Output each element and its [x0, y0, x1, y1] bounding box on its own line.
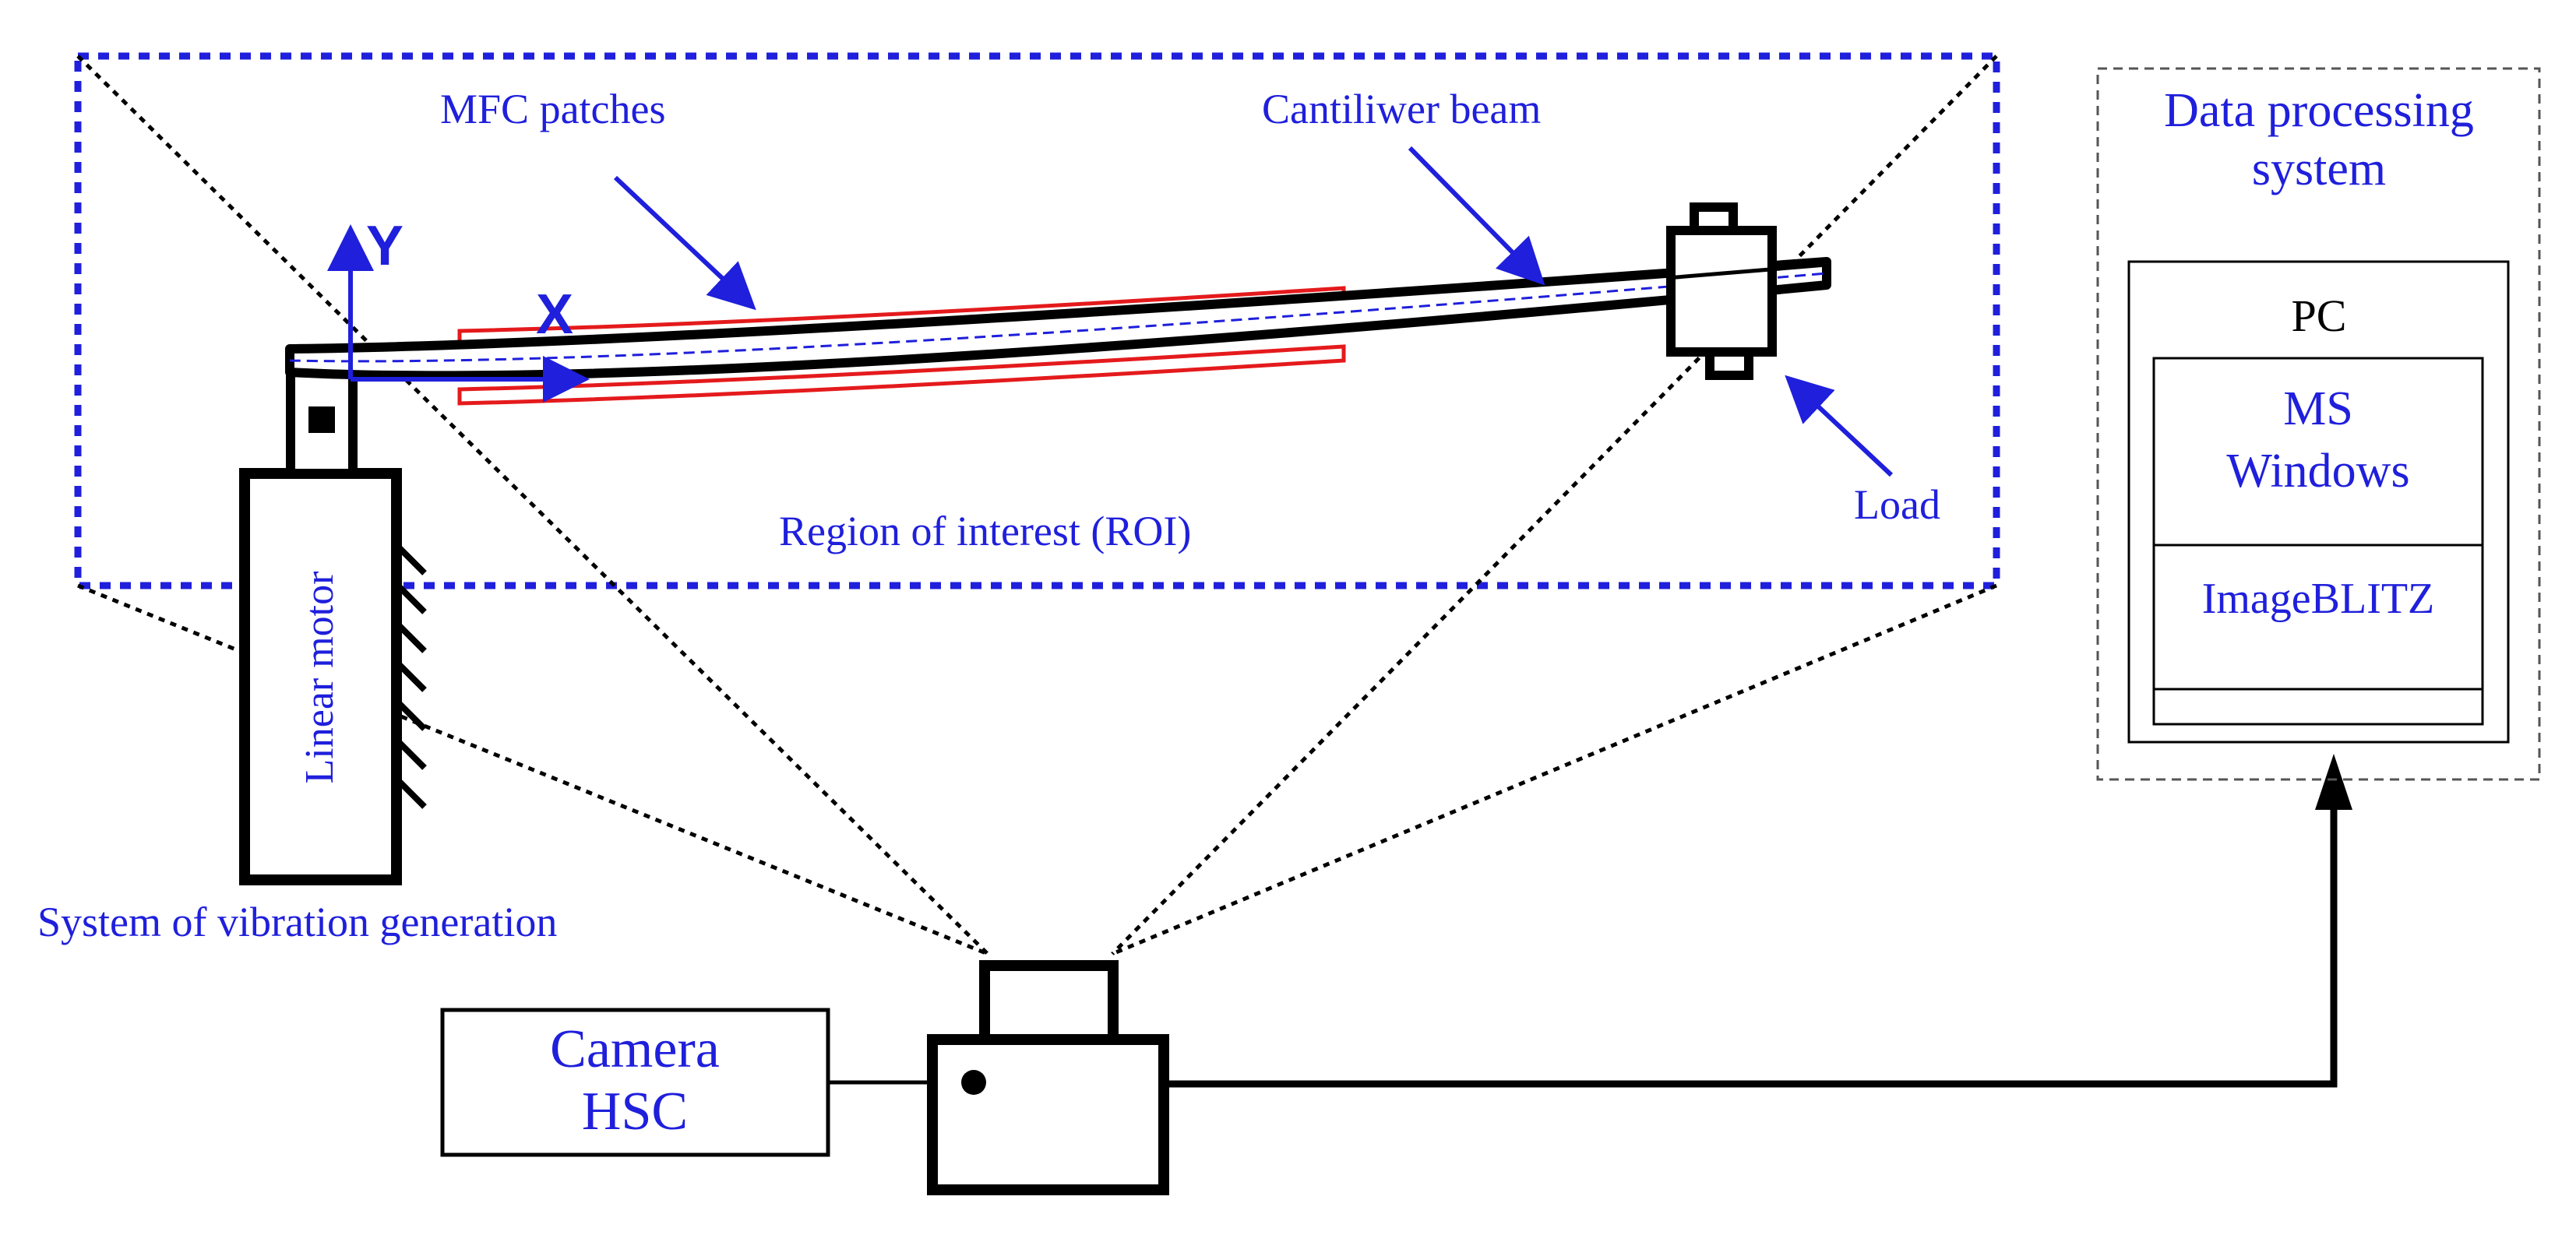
linear-motor: Linear motor: [239, 363, 427, 885]
annotation-arrows: [613, 146, 1894, 477]
mfc-patches-label: MFC patches: [440, 86, 666, 132]
cantilever-beam-pointer: [1408, 146, 1545, 286]
beam-neutral-axis: [289, 272, 1827, 363]
os-label-line1: MS: [2283, 382, 2353, 435]
software-label: ImageBLITZ: [2202, 575, 2435, 623]
motor-indicator: [308, 406, 335, 433]
camera-label-box: Camera HSC: [440, 1008, 971, 1157]
camera-label-line1: Camera: [550, 1019, 720, 1079]
fixed-support-hatching: [394, 543, 427, 809]
data-processing-system-label-line1: Data processing: [2164, 84, 2474, 137]
data-processing-system-label-line2: system: [2252, 142, 2386, 195]
data-processing-system-border: [2096, 67, 2541, 781]
vibration-system-label: System of vibration generation: [37, 899, 557, 945]
os-box: [2152, 357, 2484, 726]
camera-icon: [927, 960, 1169, 1195]
load-label: Load: [1854, 481, 1940, 528]
load-mass: [1666, 202, 1827, 380]
mfc-patches-pointer: [613, 175, 756, 311]
camera-field-of-view-lines: [76, 55, 1998, 956]
mfc-patch-bottom: [457, 344, 1346, 406]
camera-lens: [961, 1070, 986, 1095]
camera-to-pc-connection: [1164, 754, 2352, 1088]
camera-label-line2: HSC: [582, 1082, 688, 1142]
cantilever-beam: [285, 257, 1831, 381]
y-axis-label: Y: [366, 215, 403, 277]
connection-arrowhead: [2315, 754, 2352, 810]
data-processing-system: Data processing system PC MS Windows Ima…: [2096, 67, 2541, 781]
load-pointer: [1785, 375, 1894, 477]
x-axis-label: X: [536, 283, 573, 346]
pc-label: PC: [2292, 290, 2347, 341]
roi-border: [74, 52, 2000, 589]
cantilever-beam-label: Cantiliwer beam: [1262, 86, 1541, 132]
linear-motor-label: Linear motor: [298, 572, 342, 784]
coordinate-axes: Y X: [327, 215, 590, 403]
os-label-line2: Windows: [2226, 445, 2409, 498]
roi-label: Region of interest (ROI): [779, 508, 1191, 554]
